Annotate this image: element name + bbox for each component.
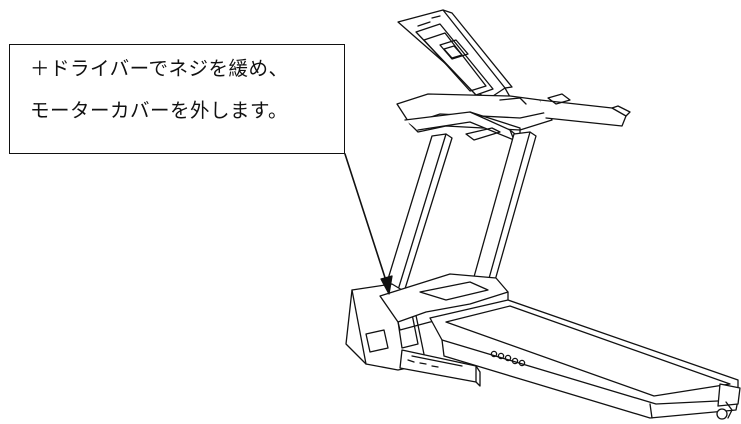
instruction-line-2: モーターカバーを外します。: [30, 99, 289, 122]
front-support: [399, 349, 481, 387]
callout-pointer: [344, 153, 393, 295]
rear-wheel: [716, 408, 728, 420]
instruction-line-1: ＋ドライバーでネジを緩め、: [30, 57, 289, 80]
console: [397, 9, 516, 113]
handlebar-frame: [396, 93, 631, 141]
running-deck: [429, 299, 741, 420]
side-buttons: [490, 350, 526, 367]
instruction-callout: ＋ドライバーでネジを緩め、 モーターカバーを外します。: [9, 44, 345, 154]
left-handlebar: [404, 111, 515, 141]
right-handlebar: [539, 99, 627, 127]
uprights: [383, 131, 537, 293]
